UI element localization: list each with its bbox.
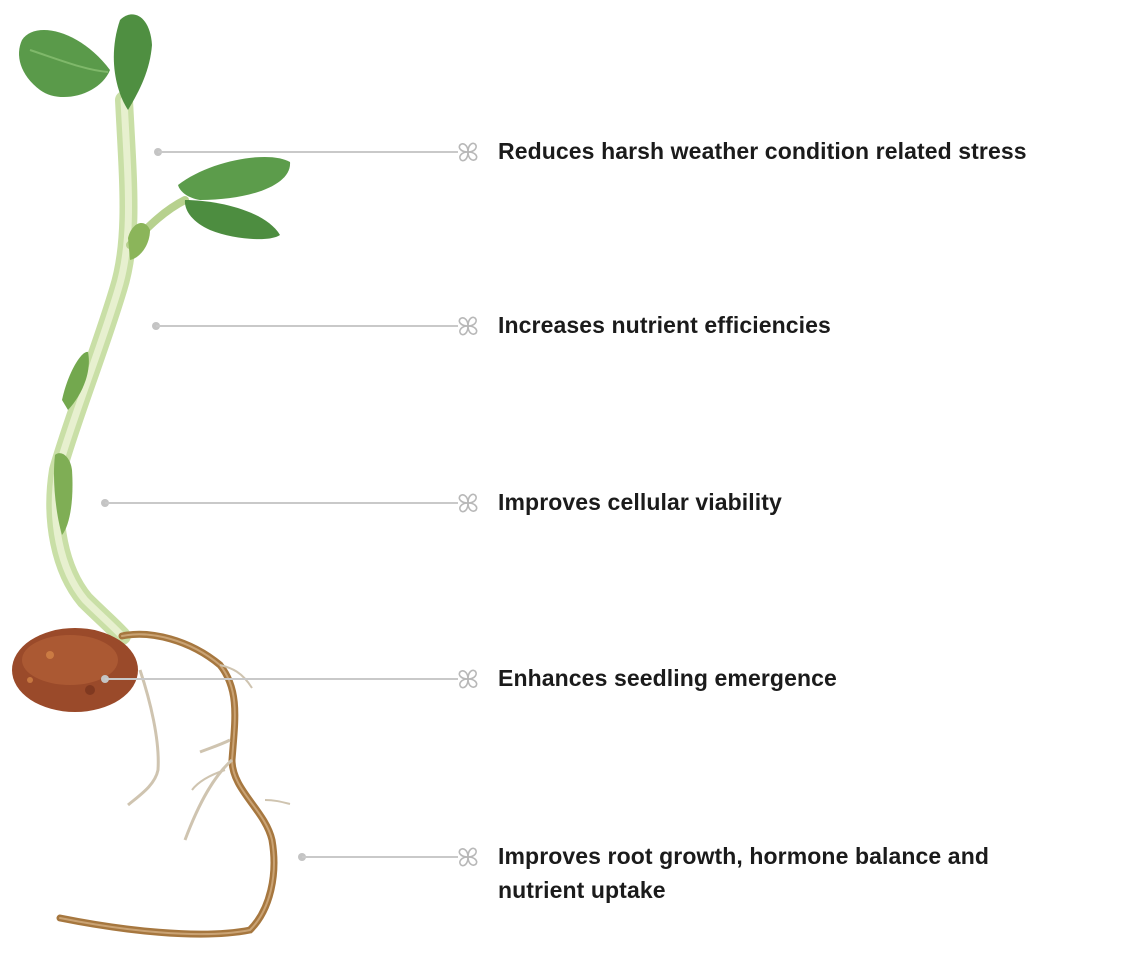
callout-weather-stress: Reduces harsh weather condition related … (0, 152, 1129, 153)
callout-label-line2: nutrient uptake (498, 874, 666, 906)
leaf-right-lower (185, 200, 280, 239)
leaf-right-upper (178, 157, 290, 200)
bullet-flower-icon (452, 136, 484, 168)
leader-line (302, 856, 458, 858)
leader-line (105, 502, 458, 504)
bullet-flower-icon (452, 487, 484, 519)
callout-nutrient-efficiency: Increases nutrient efficiencies (0, 326, 1129, 327)
callout-label: Enhances seedling emergence (498, 662, 837, 694)
callout-seedling-emergence: Enhances seedling emergence (0, 679, 1129, 680)
bullet-flower-icon (452, 310, 484, 342)
seedling-illustration (0, 0, 320, 957)
bullet-flower-icon (452, 841, 484, 873)
leader-line (105, 678, 458, 680)
callout-label: Increases nutrient efficiencies (498, 309, 831, 341)
leaf-top-left (19, 30, 110, 97)
callout-label: Improves root growth, hormone balance an… (498, 840, 989, 872)
callout-cellular-viability: Improves cellular viability (0, 503, 1129, 504)
leader-line (156, 325, 458, 327)
bullet-flower-icon (452, 663, 484, 695)
callout-label: Reduces harsh weather condition related … (498, 135, 1027, 167)
leader-line (158, 151, 458, 153)
callout-root-growth: Improves root growth, hormone balance an… (0, 857, 1129, 858)
callout-label: Improves cellular viability (498, 486, 782, 518)
